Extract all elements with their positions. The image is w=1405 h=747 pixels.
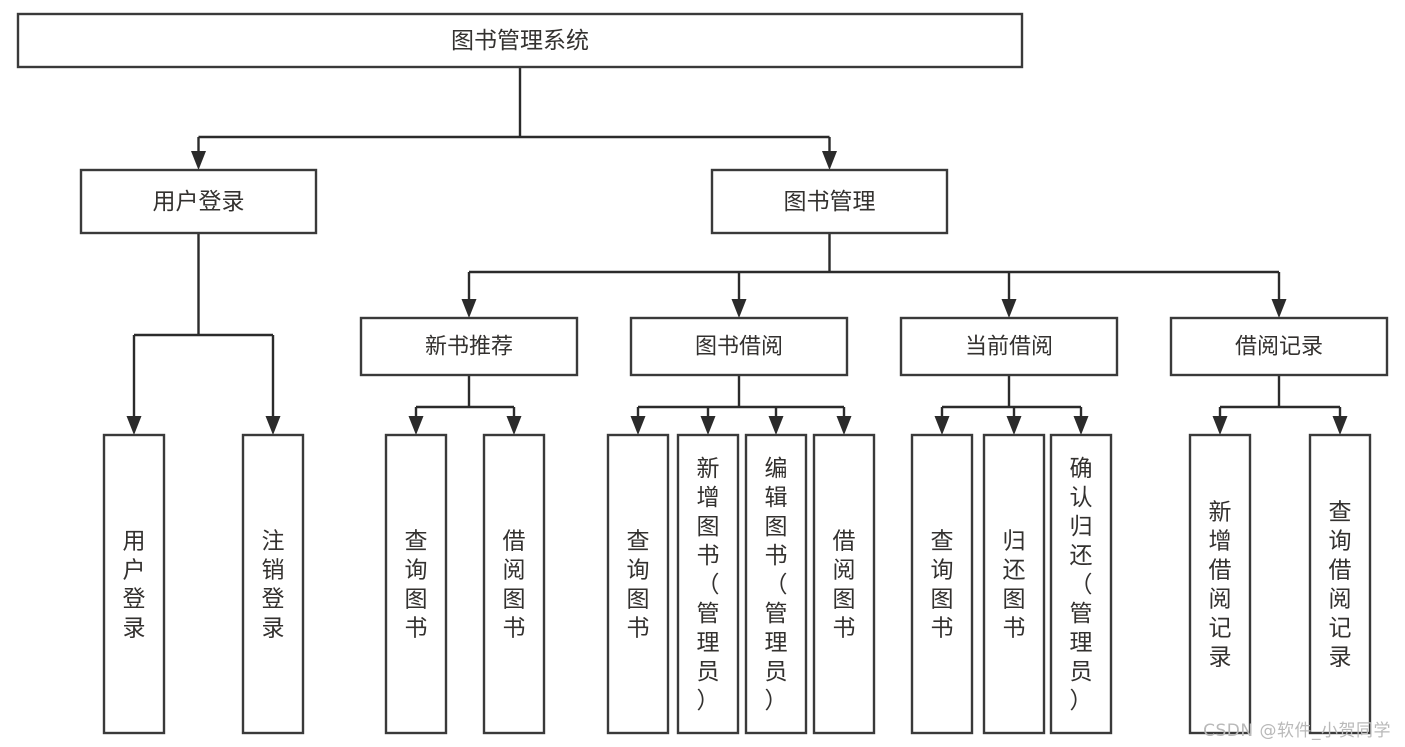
leaf-label-leaf-return-book: 归还图书 — [1003, 529, 1026, 642]
leaf-leaf-add-book[interactable]: 新增图书（管理员） — [676, 433, 740, 735]
leaf-leaf-user-logout[interactable]: 注销登录 — [241, 433, 305, 735]
leaf-box-leaf-query-book-3[interactable] — [910, 433, 974, 735]
leaf-label-leaf-borrow-book-1: 借阅图书 — [503, 529, 526, 642]
leaf-label-leaf-query-book-3: 查询图书 — [931, 529, 954, 642]
node-box-book-manage[interactable] — [710, 168, 949, 235]
node-box-user-login[interactable] — [79, 168, 318, 235]
leaf-label-leaf-add-record: 新增借阅记录 — [1209, 500, 1232, 671]
node-box-new-book-recommend[interactable] — [359, 316, 579, 377]
node-box-borrow-record[interactable] — [1169, 316, 1389, 377]
leaf-label-leaf-add-book: 新增图书（管理员） — [697, 456, 720, 714]
leaf-label-leaf-query-book-1: 查询图书 — [405, 529, 428, 642]
leaf-label-leaf-borrow-book-2: 借阅图书 — [833, 529, 856, 642]
node-new-book-recommend[interactable]: 新书推荐 — [359, 316, 579, 377]
connector-layer — [126, 67, 1348, 435]
node-label-user-login: 用户登录 — [153, 189, 245, 215]
leaf-leaf-query-record[interactable]: 查询借阅记录 — [1308, 433, 1372, 735]
leaf-leaf-query-book-1[interactable]: 查询图书 — [384, 433, 448, 735]
leaf-box-leaf-query-book-2[interactable] — [606, 433, 670, 735]
leaf-label-leaf-confirm-return: 确认归还（管理员） — [1070, 456, 1093, 714]
leaf-label-leaf-query-record: 查询借阅记录 — [1329, 500, 1352, 671]
leaf-leaf-return-book[interactable]: 归还图书 — [982, 433, 1046, 735]
leaf-box-leaf-user-login[interactable] — [102, 433, 166, 735]
node-root[interactable]: 图书管理系统 — [16, 12, 1024, 69]
node-label-borrow-record: 借阅记录 — [1235, 335, 1323, 360]
leaf-label-leaf-query-book-2: 查询图书 — [627, 529, 650, 642]
leaf-label-leaf-user-login: 用户登录 — [123, 529, 146, 642]
leaf-leaf-borrow-book-2[interactable]: 借阅图书 — [812, 433, 876, 735]
leaf-box-leaf-borrow-book-1[interactable] — [482, 433, 546, 735]
node-label-new-book-recommend: 新书推荐 — [425, 335, 513, 360]
node-label-current-borrow: 当前借阅 — [965, 335, 1053, 360]
leaf-box-leaf-edit-book[interactable] — [744, 433, 808, 735]
node-borrow-record[interactable]: 借阅记录 — [1169, 316, 1389, 377]
node-book-manage[interactable]: 图书管理 — [710, 168, 949, 235]
leaf-leaf-query-book-2[interactable]: 查询图书 — [606, 433, 670, 735]
leaf-box-leaf-query-book-1[interactable] — [384, 433, 448, 735]
leaf-label-leaf-edit-book: 编辑图书（管理员） — [765, 456, 788, 714]
node-book-borrow[interactable]: 图书借阅 — [629, 316, 849, 377]
leaf-box-leaf-query-record[interactable] — [1308, 433, 1372, 735]
node-label-root: 图书管理系统 — [451, 28, 589, 54]
leaf-box-leaf-add-book[interactable] — [676, 433, 740, 735]
leaf-box-leaf-add-record[interactable] — [1188, 433, 1252, 735]
leaf-box-leaf-borrow-book-2[interactable] — [812, 433, 876, 735]
node-current-borrow[interactable]: 当前借阅 — [899, 316, 1119, 377]
node-layer: 图书管理系统用户登录图书管理新书推荐图书借阅当前借阅借阅记录用户登录注销登录查询… — [16, 12, 1389, 735]
node-user-login[interactable]: 用户登录 — [79, 168, 318, 235]
leaf-leaf-borrow-book-1[interactable]: 借阅图书 — [482, 433, 546, 735]
leaf-leaf-confirm-return[interactable]: 确认归还（管理员） — [1049, 433, 1113, 735]
node-box-book-borrow[interactable] — [629, 316, 849, 377]
node-label-book-borrow: 图书借阅 — [695, 335, 783, 360]
leaf-leaf-query-book-3[interactable]: 查询图书 — [910, 433, 974, 735]
leaf-leaf-add-record[interactable]: 新增借阅记录 — [1188, 433, 1252, 735]
node-box-current-borrow[interactable] — [899, 316, 1119, 377]
leaf-label-leaf-user-logout: 注销登录 — [262, 529, 285, 642]
leaf-box-leaf-return-book[interactable] — [982, 433, 1046, 735]
node-label-book-manage: 图书管理 — [784, 189, 876, 215]
leaf-box-leaf-user-logout[interactable] — [241, 433, 305, 735]
leaf-box-leaf-confirm-return[interactable] — [1049, 433, 1113, 735]
leaf-leaf-user-login[interactable]: 用户登录 — [102, 433, 166, 735]
leaf-leaf-edit-book[interactable]: 编辑图书（管理员） — [744, 433, 808, 735]
node-box-root[interactable] — [16, 12, 1024, 69]
